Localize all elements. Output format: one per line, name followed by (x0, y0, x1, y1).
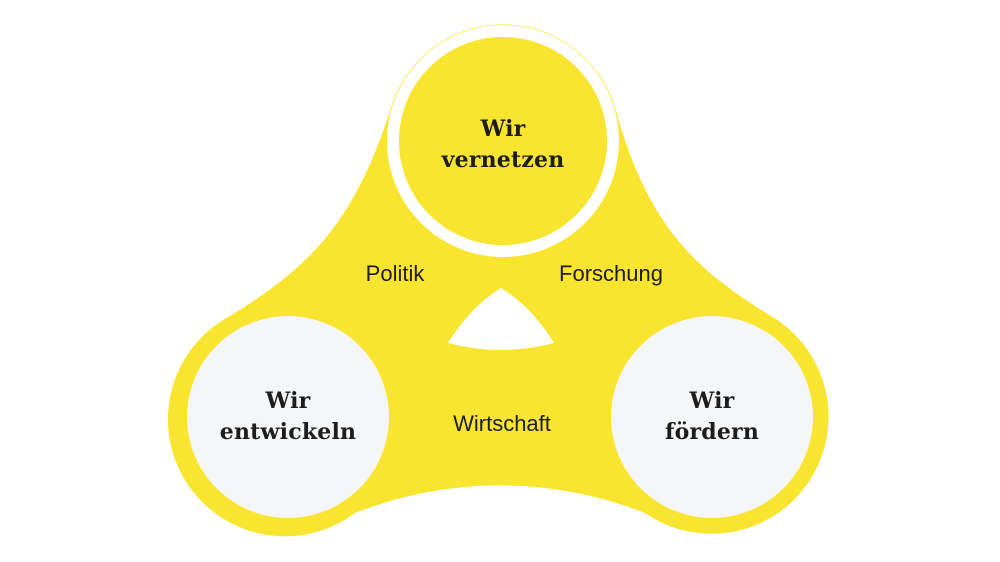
edge-label-wirtschaft: Wirtschaft (453, 411, 551, 436)
center-triangle-cutout (448, 288, 554, 350)
node-label-line: Wir (480, 116, 526, 142)
node-label-line: entwickeln (219, 419, 357, 445)
edge-label-politik: Politik (365, 261, 425, 286)
node-circle-vernetzen (399, 37, 607, 245)
node-circle-entwickeln (187, 316, 389, 518)
node-label-entwickeln: Wir entwickeln (220, 386, 356, 448)
node-label-foerdern: Wir fördern (665, 386, 759, 448)
node-label-line: Wir (689, 388, 735, 414)
node-label-vernetzen: Wir vernetzen (442, 114, 565, 176)
edge-label-forschung: Forschung (559, 261, 663, 286)
node-label-line: Wir (265, 388, 311, 414)
top-node-ring (387, 25, 619, 257)
node-circle-foerdern (611, 316, 813, 518)
node-label-line: fördern (664, 419, 760, 445)
node-label-line: vernetzen (441, 147, 565, 173)
